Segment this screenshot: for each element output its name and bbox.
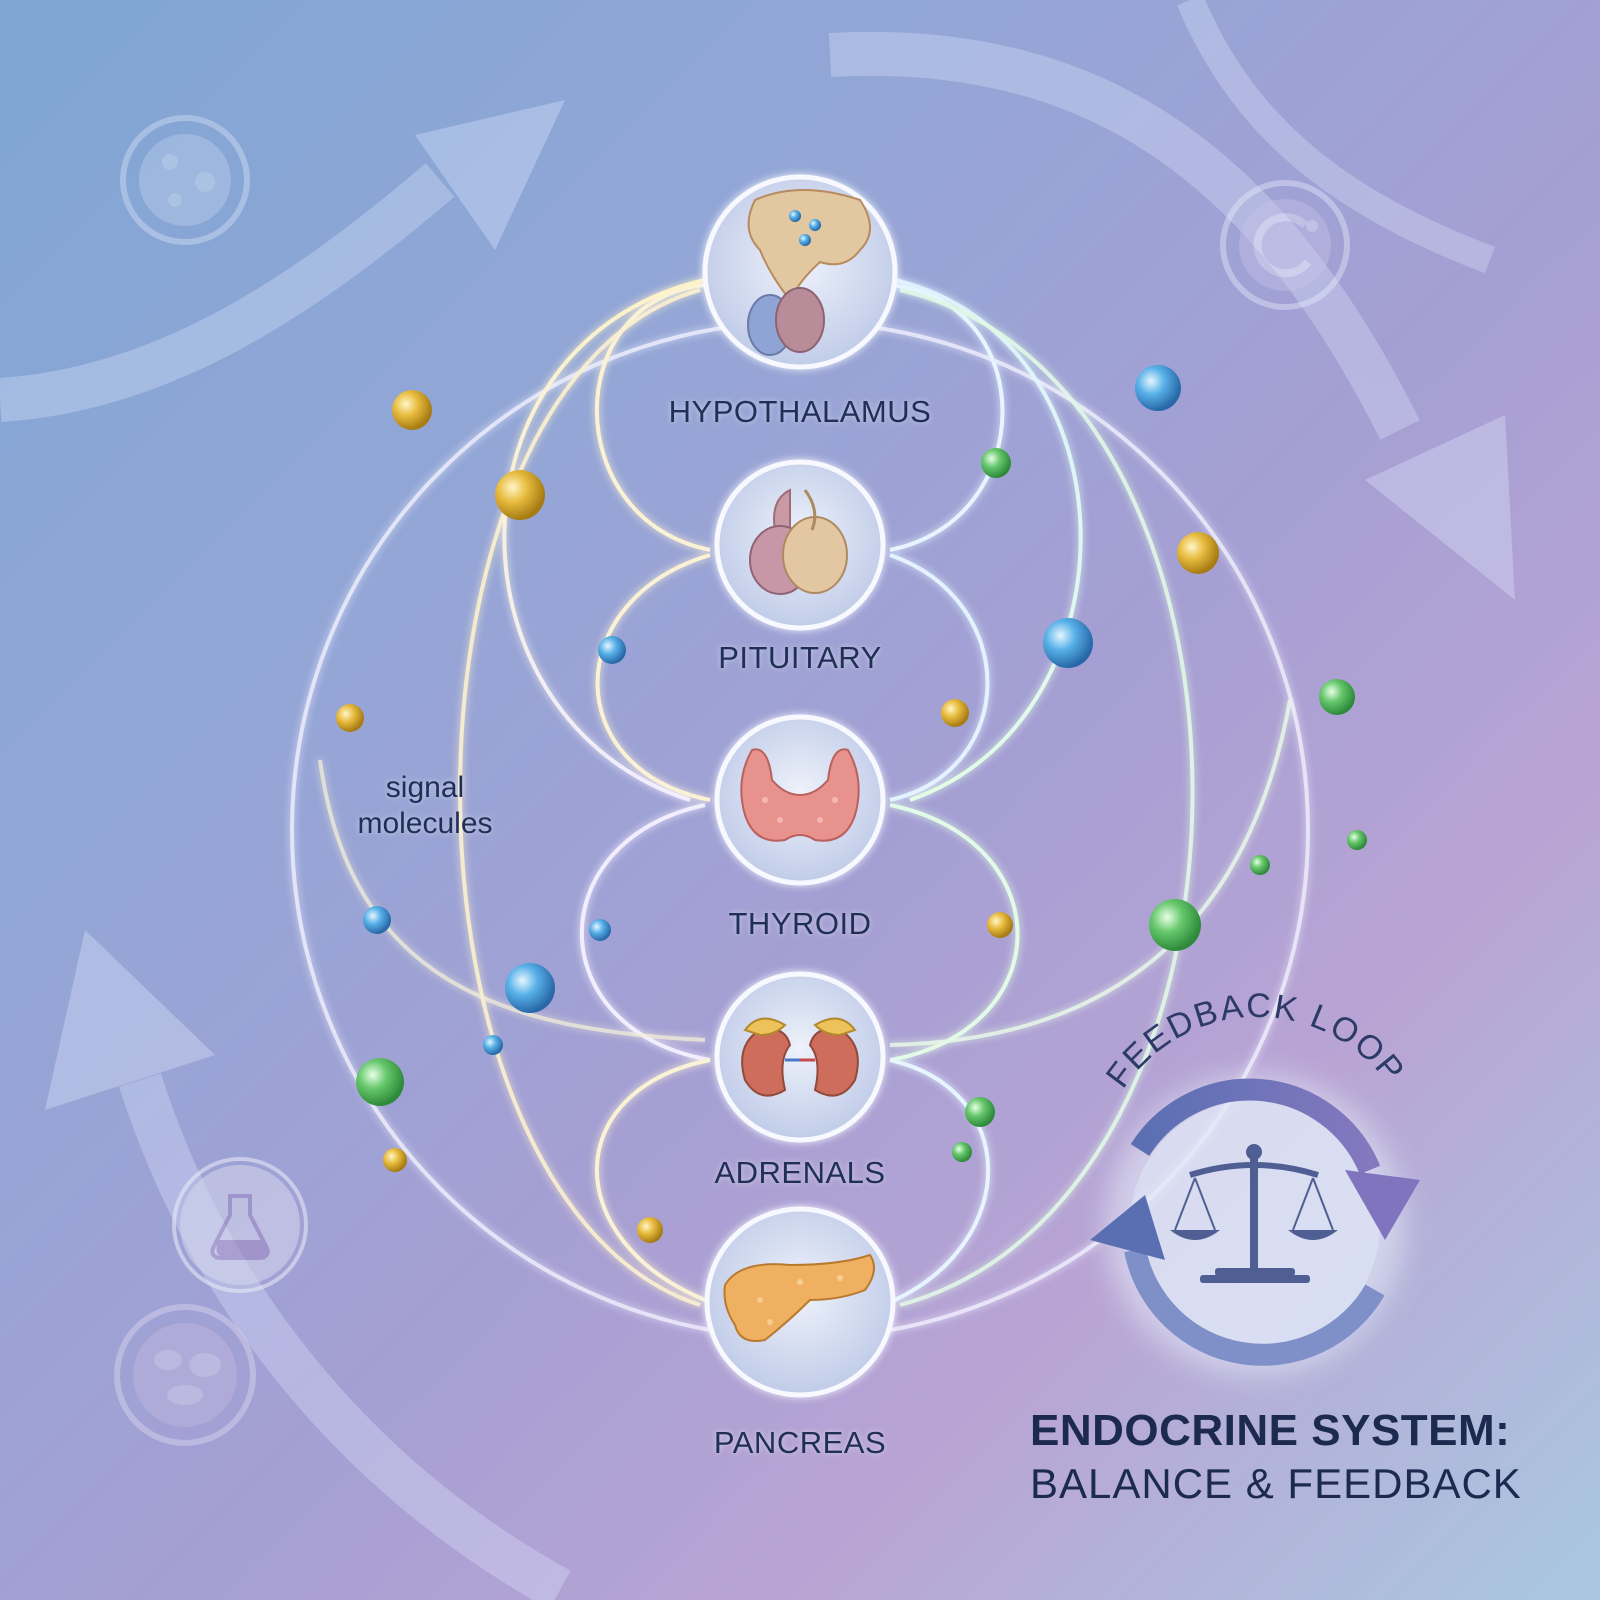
loop-arrowhead-top bbox=[1345, 1170, 1420, 1240]
connection-network bbox=[290, 278, 1310, 1340]
loop-arrow-top bbox=[1130, 1078, 1381, 1175]
molecule-gold bbox=[495, 470, 545, 520]
gland-label-thyroid: THYROID bbox=[728, 906, 872, 941]
arrowhead-top-right bbox=[1365, 415, 1515, 600]
adrenals-icon bbox=[741, 1017, 859, 1097]
molecule-gold bbox=[383, 1148, 407, 1172]
molecule-blue bbox=[589, 919, 611, 941]
gland-node-adrenals bbox=[714, 971, 886, 1143]
balance-scale-icon bbox=[1170, 1144, 1338, 1283]
gland-node-hypothalamus bbox=[702, 174, 898, 370]
bottom-left-arc bbox=[119, 1073, 571, 1600]
pancreas-icon bbox=[723, 1253, 875, 1342]
cells-icon bbox=[120, 115, 250, 245]
molecule-gold bbox=[336, 704, 364, 732]
molecule-gold bbox=[1177, 532, 1219, 574]
molecule-green bbox=[1149, 899, 1201, 951]
molecule-gold bbox=[987, 912, 1013, 938]
hypothalamus-icon bbox=[747, 189, 871, 356]
gland-node-pituitary bbox=[714, 459, 886, 631]
background-arrowheads bbox=[45, 100, 1515, 1110]
background-arrows bbox=[0, 0, 1495, 1600]
top-left-arc bbox=[0, 163, 455, 422]
pituitary-icon bbox=[749, 488, 848, 595]
molecule-green bbox=[981, 448, 1011, 478]
molecule-green bbox=[1347, 830, 1367, 850]
molecule-blue bbox=[1135, 365, 1181, 411]
molecule-green bbox=[952, 1142, 972, 1162]
gland-node-pancreas bbox=[704, 1206, 896, 1398]
molecule-blue bbox=[363, 906, 391, 934]
flask-icon bbox=[172, 1157, 308, 1293]
title-line-2: BALANCE & FEEDBACK bbox=[1030, 1460, 1522, 1507]
arrowhead-bottom-left bbox=[45, 930, 215, 1110]
signal-molecules-label: signal molecules bbox=[357, 770, 492, 842]
feedback-loop-emblem: FEEDBACK LOOP bbox=[1090, 987, 1420, 1375]
molecule-blue bbox=[505, 963, 555, 1013]
molecule-gold bbox=[637, 1217, 663, 1243]
gland-label-pancreas: PANCREAS bbox=[713, 1425, 887, 1460]
thyroid-icon bbox=[740, 748, 860, 842]
molecule-green bbox=[356, 1058, 404, 1106]
gland-node-thyroid bbox=[714, 714, 886, 886]
molecule-green bbox=[1250, 855, 1270, 875]
molecule-gold bbox=[941, 699, 969, 727]
arrowhead-top-left bbox=[415, 100, 565, 250]
molecule-green bbox=[965, 1097, 995, 1127]
gland-label-pituitary: PITUITARY bbox=[718, 640, 882, 675]
gland-label-adrenals: ADRENALS bbox=[714, 1155, 886, 1190]
molecule-blue bbox=[598, 636, 626, 664]
title-line-1: ENDOCRINE SYSTEM: bbox=[1030, 1406, 1511, 1455]
gland-label-hypothalamus: HYPOTHALAMUS bbox=[668, 394, 932, 429]
right-arc bbox=[1177, 0, 1495, 274]
top-right-arc bbox=[828, 31, 1420, 440]
molecule-blue bbox=[483, 1035, 503, 1055]
cycle-icon bbox=[1220, 180, 1350, 310]
organs-icon bbox=[114, 1304, 256, 1446]
loop-arrow-bottom bbox=[1124, 1247, 1385, 1366]
molecule-blue bbox=[1043, 618, 1093, 668]
loop-arrowhead-bottom bbox=[1090, 1195, 1165, 1260]
signal-molecules-line1: signal bbox=[385, 771, 465, 804]
molecule-green bbox=[1319, 679, 1355, 715]
diagram-title: ENDOCRINE SYSTEM: BALANCE & FEEDBACK bbox=[1030, 1405, 1522, 1511]
molecule-gold bbox=[392, 390, 432, 430]
signal-molecules-line2: molecules bbox=[357, 807, 493, 840]
signal-molecules bbox=[336, 365, 1367, 1243]
